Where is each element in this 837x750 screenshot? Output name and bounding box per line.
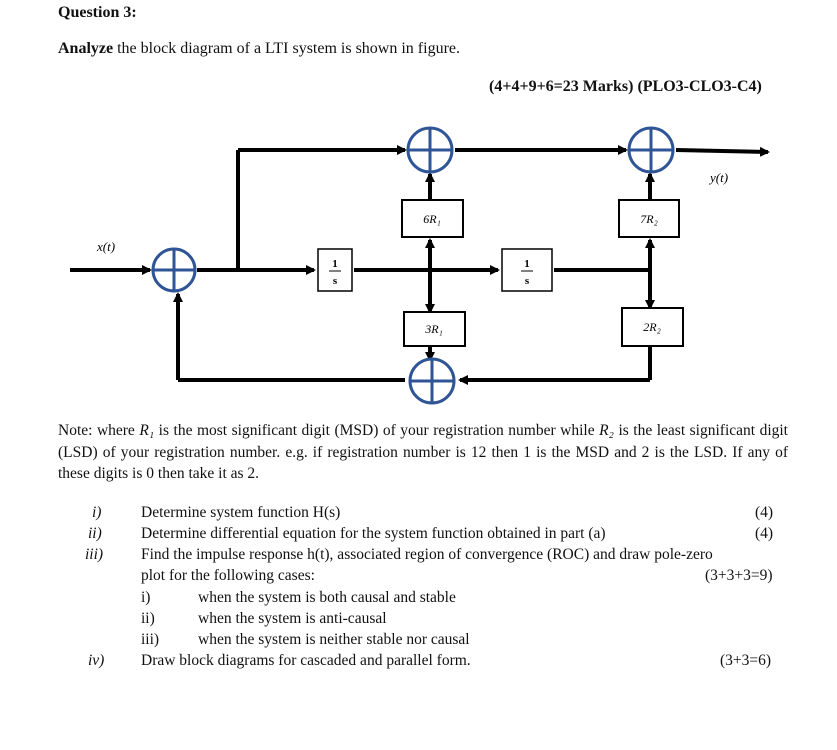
gain-6r1-label: 6R₁ (423, 212, 441, 226)
item-1-text: Determine system function H(s) (141, 504, 341, 521)
gain-block-7r2: 7R₂ (618, 199, 680, 238)
integrator-block-1: 1 s (317, 248, 353, 292)
subitem-1-number: i) (141, 589, 151, 606)
item-3-mark: (3+3+3=9) (705, 567, 773, 584)
item-3-text-continued: plot for the following cases: (141, 567, 315, 584)
note-r2: R₂ (599, 422, 614, 439)
integrator-2-den: s (525, 275, 530, 287)
sum-junction-bottom (408, 357, 456, 405)
question-intro: Analyze the block diagram of a LTI syste… (58, 40, 460, 58)
integrator-1-num: 1 (332, 258, 338, 270)
gain-7r2-label: 7R₂ (640, 212, 658, 226)
sum-junction-top-left (406, 126, 454, 174)
gain-block-3r1: 3R₁ (403, 311, 466, 347)
input-label: x(t) (96, 239, 115, 254)
gain-block-2r2: 2R₂ (621, 307, 684, 347)
note-part-1: Note: where (58, 422, 140, 439)
integrator-block-2: 1 s (501, 248, 553, 292)
item-4-mark: (3+3=6) (720, 652, 772, 669)
marks-allocation: (4+4+9+6=23 Marks) (PLO3-CLO3-C4) (489, 78, 762, 95)
note-part-2: is the most significant digit (MSD) of y… (154, 422, 600, 439)
item-2-text: Determine differential equation for the … (141, 525, 606, 542)
item-4-number: iv) (88, 652, 105, 669)
note-paragraph: Note: where R₁ is the most significant d… (58, 420, 788, 485)
subitem-3-number: iii) (141, 631, 160, 648)
note-r1: R₁ (139, 422, 155, 439)
gain-3r1-label: 3R₁ (424, 322, 443, 336)
subitem-2-number: ii) (141, 610, 155, 627)
sum-junction-input (151, 247, 197, 293)
diagram-wires (70, 145, 770, 385)
item-4-text: Draw block diagrams for cascaded and par… (141, 652, 471, 669)
item-3-text: Find the impulse response h(t), associat… (141, 546, 713, 563)
item-3-number: iii) (85, 546, 104, 563)
subitem-2-text: when the system is anti-causal (198, 610, 387, 627)
note-part-3: is the least significant digit (LSD) of … (58, 422, 788, 482)
gain-2r2-label: 2R₂ (643, 320, 661, 334)
gain-block-6r1: 6R₁ (401, 199, 464, 238)
item-2-number: ii) (88, 525, 102, 542)
question-title: Question 3: (58, 4, 137, 21)
sum-junction-top-right (627, 126, 675, 174)
subitem-1-text: when the system is both causal and stabl… (198, 589, 456, 606)
item-1-mark: (4) (755, 504, 774, 521)
intro-rest: the block diagram of a LTI system is sho… (113, 40, 461, 57)
subitem-3-text: when the system is neither stable nor ca… (198, 631, 470, 648)
integrator-2-num: 1 (524, 258, 530, 270)
item-1-number: i) (92, 504, 102, 521)
output-label: y(t) (708, 170, 728, 185)
item-2-mark: (4) (755, 525, 774, 542)
block-diagram: 1 s 1 s 6R₁ 7R₂ 3R₁ 2R₂ x(t) y(t) (70, 126, 770, 405)
integrator-1-den: s (333, 275, 338, 287)
intro-bold: Analyze (58, 40, 114, 57)
